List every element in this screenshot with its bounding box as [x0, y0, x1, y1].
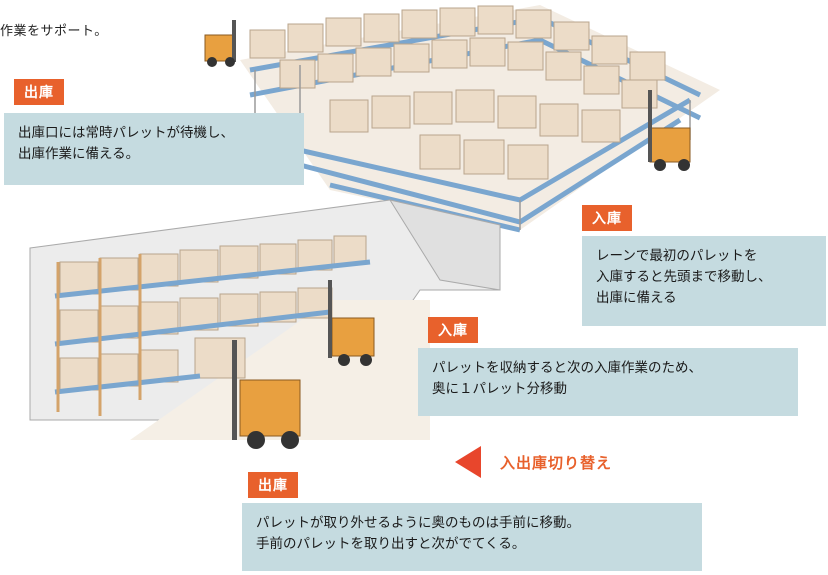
forklift-top-left	[204, 20, 236, 67]
outbound-note-bottom: パレットが取り外せるように奥のものは手前に移動。 手前のパレットを取り出すと次が…	[242, 503, 702, 571]
inbound-note-middle: パレットを収納すると次の入庫作業のため、 奥に１パレット分移動	[418, 348, 798, 416]
note-line: 出庫に備える	[596, 290, 677, 306]
outbound-note-top: 出庫口には常時パレットが待機し、 出庫作業に備える。	[4, 113, 304, 185]
note-line: レーンで最初のパレットを	[596, 248, 758, 264]
forklift-front	[232, 340, 301, 449]
note-line: 奥に１パレット分移動	[432, 381, 567, 397]
note-line: 出庫作業に備える。	[18, 146, 140, 162]
intro-text: 作業をサポート。	[0, 24, 108, 39]
outbound-tag-bottom: 出庫	[248, 472, 298, 498]
left-arrow-icon	[455, 446, 481, 478]
note-line: 手前のパレットを取り出すと次がでてくる。	[256, 536, 526, 552]
inbound-tag-top: 入庫	[582, 205, 632, 231]
forklift-middle	[328, 280, 375, 366]
note-line: パレットを収納すると次の入庫作業のため、	[432, 360, 702, 376]
switch-label: 入出庫切り替え	[500, 454, 613, 472]
forklift-top-right	[648, 90, 691, 171]
note-line: 出庫口には常時パレットが待機し、	[18, 125, 234, 141]
inbound-tag-middle: 入庫	[428, 317, 478, 343]
inbound-note-top: レーンで最初のパレットを 入庫すると先頭まで移動し、 出庫に備える	[582, 236, 826, 326]
note-line: パレットが取り外せるように奥のものは手前に移動。	[256, 515, 580, 531]
outbound-tag-top: 出庫	[14, 79, 64, 105]
note-line: 入庫すると先頭まで移動し、	[596, 269, 772, 285]
upper-rack-system	[240, 5, 720, 233]
